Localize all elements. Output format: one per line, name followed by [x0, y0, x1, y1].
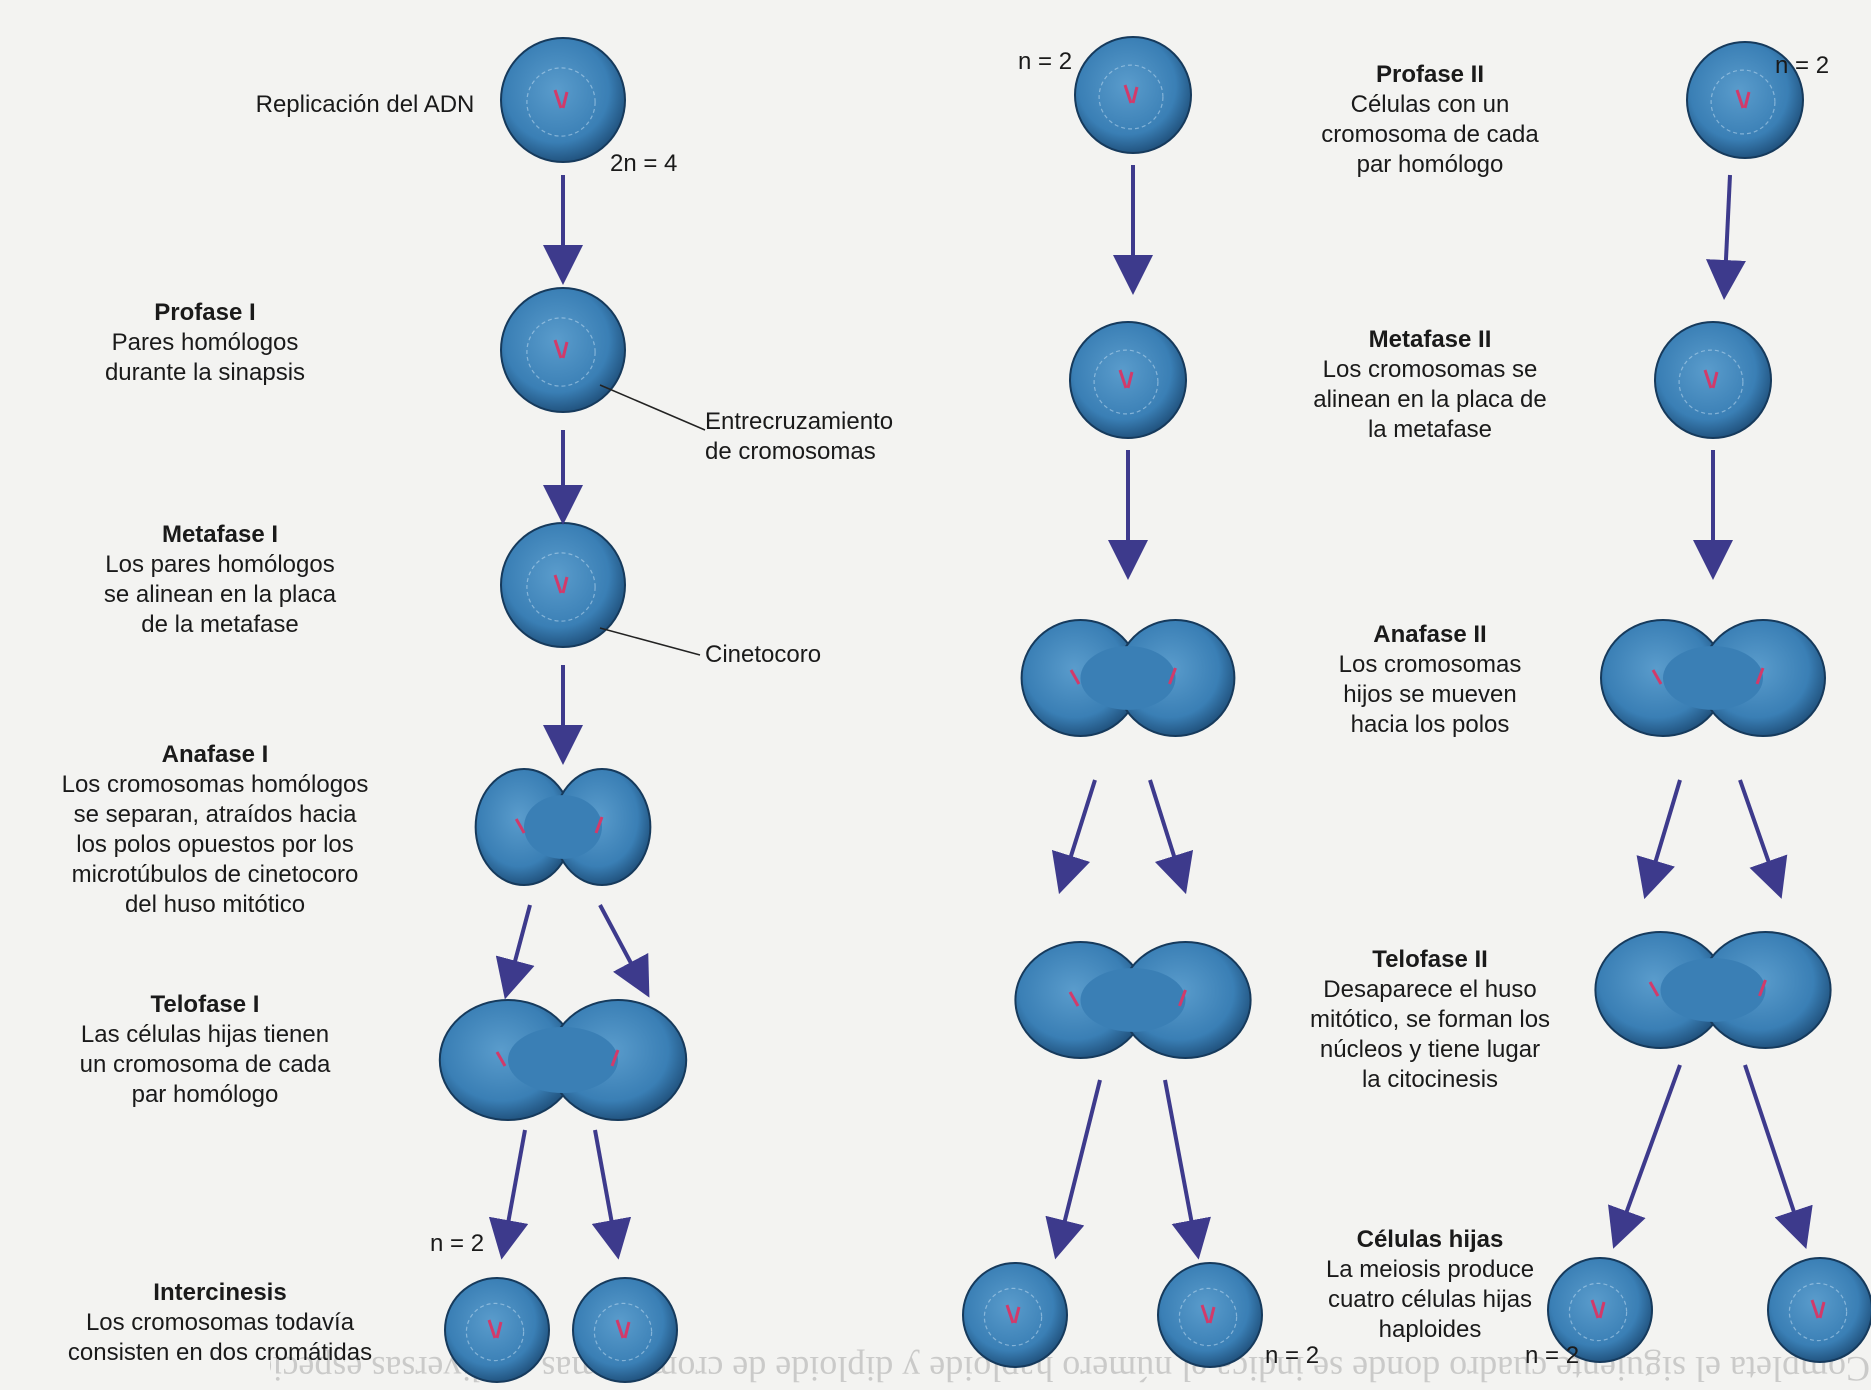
cell-metaphase1: [501, 523, 625, 647]
cell-prophase1: [501, 288, 625, 412]
n-two-top-right: n = 2: [1775, 52, 1829, 80]
arrow: [1740, 780, 1775, 880]
telophase2-title: Telofase II: [1280, 945, 1580, 975]
arrow: [1065, 780, 1095, 875]
telophase1-line: par homólogo: [60, 1080, 350, 1110]
arrow: [595, 1130, 615, 1240]
interkinesis-title: Intercinesis: [45, 1278, 395, 1308]
interkinesis-line: consisten en dos cromátidas: [45, 1338, 395, 1368]
cell-interkinesis-a: [445, 1278, 549, 1382]
cell-metaphase2-b: [1655, 322, 1771, 438]
anaphase2-label: Anafase II Los cromosomas hijos se mueve…: [1310, 620, 1550, 740]
cell-telophase1: [440, 1000, 686, 1120]
arrow: [1650, 780, 1680, 880]
cell-replication: [501, 38, 625, 162]
telophase2-line: Desaparece el huso: [1280, 975, 1580, 1005]
cell-anaphase1: [476, 769, 651, 885]
anaphase1-label: Anafase I Los cromosomas homólogos se se…: [35, 740, 395, 920]
metaphase1-line: Los pares homólogos: [80, 550, 360, 580]
replication-label: Replicación del ADN: [240, 90, 490, 120]
cell-metaphase2-a: [1070, 322, 1186, 438]
arrow: [1725, 175, 1730, 280]
anaphase2-title: Anafase II: [1310, 620, 1550, 650]
daughters-line: cuatro células hijas: [1300, 1285, 1560, 1315]
metaphase2-line: la metafase: [1290, 415, 1570, 445]
crossing-line: de cromosomas: [705, 437, 925, 467]
replication-text: Replicación del ADN: [240, 90, 490, 120]
anaphase1-line: los polos opuestos por los: [35, 830, 395, 860]
metaphase1-line: se alinean en la placa: [80, 580, 360, 610]
telophase2-line: la citocinesis: [1280, 1065, 1580, 1095]
n-two-bottom-right: n = 2: [1525, 1342, 1579, 1370]
prophase1-line: Pares homólogos: [90, 328, 320, 358]
crossing-pointer-line: [600, 385, 705, 430]
interkinesis-line: Los cromosomas todavía: [45, 1308, 395, 1338]
metaphase1-title: Metafase I: [80, 520, 360, 550]
prophase2-line: par homólogo: [1300, 150, 1560, 180]
telophase1-title: Telofase I: [60, 990, 350, 1020]
kinetochore-label: Cinetocoro: [705, 640, 865, 670]
metaphase2-line: alinean en la placa de: [1290, 385, 1570, 415]
cell-daughter-1: [963, 1263, 1067, 1367]
metaphase1-line: de la metafase: [80, 610, 360, 640]
prophase2-line: Células con un: [1300, 90, 1560, 120]
prophase1-title: Profase I: [90, 298, 320, 328]
metaphase2-title: Metafase II: [1290, 325, 1570, 355]
cell-telophase2-a: [1015, 942, 1250, 1058]
daughters-line: La meiosis produce: [1300, 1255, 1560, 1285]
kinetochore-pointer-line: [600, 628, 700, 655]
arrow: [1620, 1065, 1680, 1230]
prophase2-title: Profase II: [1300, 60, 1560, 90]
kinetochore-text: Cinetocoro: [705, 640, 865, 670]
crossing-line: Entrecruzamiento: [705, 407, 925, 437]
cell-anaphase2-a: [1022, 620, 1235, 736]
crossing-label: Entrecruzamiento de cromosomas: [705, 407, 925, 467]
anaphase1-line: Los cromosomas homólogos: [35, 770, 395, 800]
prophase1-label: Profase I Pares homólogos durante la sin…: [90, 298, 320, 388]
two-n-four-label: 2n = 4: [610, 150, 677, 178]
prophase2-line: cromosoma de cada: [1300, 120, 1560, 150]
cell-daughter-4: [1768, 1258, 1871, 1362]
anaphase2-line: hacia los polos: [1310, 710, 1550, 740]
cell-prophase2-a: [1075, 37, 1191, 153]
arrow: [505, 1130, 525, 1240]
telophase1-line: Las células hijas tienen: [60, 1020, 350, 1050]
cell-daughter-2: [1158, 1263, 1262, 1367]
interkinesis-label: Intercinesis Los cromosomas todavía cons…: [45, 1278, 395, 1368]
prophase2-label: Profase II Células con un cromosoma de c…: [1300, 60, 1560, 180]
arrow: [1150, 780, 1180, 875]
anaphase2-line: Los cromosomas: [1310, 650, 1550, 680]
telophase1-line: un cromosoma de cada: [60, 1050, 350, 1080]
anaphase1-title: Anafase I: [35, 740, 395, 770]
prophase1-line: durante la sinapsis: [90, 358, 320, 388]
arrow: [1745, 1065, 1800, 1230]
n-two-top-mid: n = 2: [1018, 48, 1072, 76]
daughters-label: Células hijas La meiosis produce cuatro …: [1300, 1225, 1560, 1345]
daughters-title: Células hijas: [1300, 1225, 1560, 1255]
anaphase1-line: microtúbulos de cinetocoro: [35, 860, 395, 890]
cell-anaphase2-b: [1601, 620, 1825, 736]
anaphase1-line: del huso mitótico: [35, 890, 395, 920]
arrow: [510, 905, 530, 980]
metaphase2-label: Metafase II Los cromosomas se alinean en…: [1290, 325, 1570, 445]
arrow: [600, 905, 640, 980]
cell-interkinesis-b: [573, 1278, 677, 1382]
telophase2-line: núcleos y tiene lugar: [1280, 1035, 1580, 1065]
metaphase1-label: Metafase I Los pares homólogos se alinea…: [80, 520, 360, 640]
daughters-line: haploides: [1300, 1315, 1560, 1345]
anaphase2-line: hijos se mueven: [1310, 680, 1550, 710]
arrow: [1060, 1080, 1100, 1240]
n-two-left: n = 2: [430, 1230, 484, 1258]
n-two-bottom-mid: n = 2: [1265, 1342, 1319, 1370]
arrow: [1165, 1080, 1195, 1240]
telophase2-line: mitótico, se forman los: [1280, 1005, 1580, 1035]
metaphase2-line: Los cromosomas se: [1290, 355, 1570, 385]
telophase2-label: Telofase II Desaparece el huso mitótico,…: [1280, 945, 1580, 1095]
anaphase1-line: se separan, atraídos hacia: [35, 800, 395, 830]
telophase1-label: Telofase I Las células hijas tienen un c…: [60, 990, 350, 1110]
cell-telophase2-b: [1595, 932, 1830, 1048]
